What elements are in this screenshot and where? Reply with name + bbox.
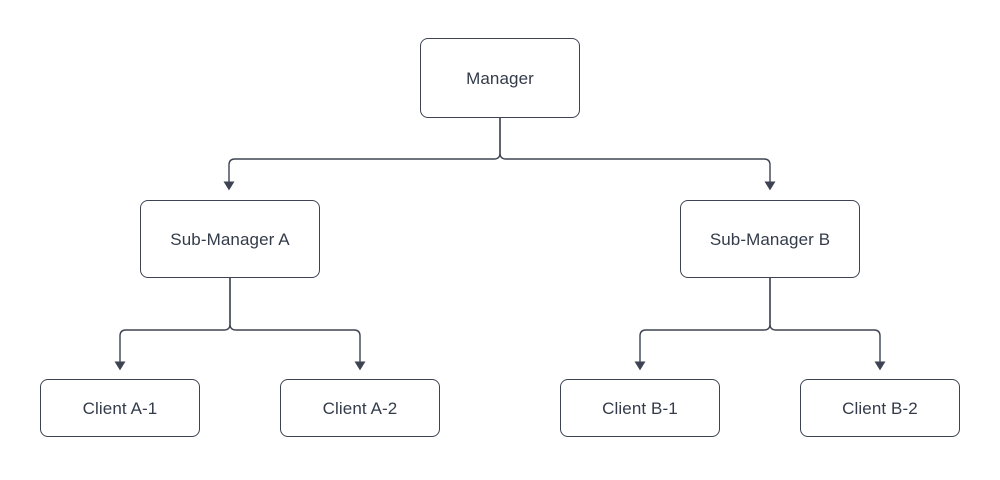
node-manager-label: Manager: [466, 68, 534, 88]
node-client-b2[interactable]: Client B-2: [800, 379, 960, 437]
edge-manager-to-sub-manager-b: [499, 118, 776, 191]
node-sub-manager-b-label: Sub-Manager B: [709, 229, 831, 249]
node-client-b1[interactable]: Client B-1: [560, 379, 720, 437]
node-client-b1-label: Client B-1: [602, 398, 678, 418]
node-client-a2-label: Client A-2: [322, 398, 398, 418]
node-client-b2-label: Client B-2: [842, 398, 918, 418]
node-sub-manager-a[interactable]: Sub-Manager A: [140, 200, 320, 278]
node-client-a2[interactable]: Client A-2: [280, 379, 440, 437]
edge-sub-manager-a-to-client-a2: [229, 278, 366, 371]
edge-sub-manager-a-to-client-a1: [114, 278, 231, 371]
edge-sub-manager-b-to-client-b2: [769, 278, 886, 371]
node-sub-manager-a-label: Sub-Manager A: [170, 229, 290, 249]
edge-manager-to-sub-manager-a: [223, 118, 501, 191]
edge-sub-manager-b-to-client-b1: [634, 278, 771, 371]
node-client-a1[interactable]: Client A-1: [40, 379, 200, 437]
node-sub-manager-b[interactable]: Sub-Manager B: [680, 200, 860, 278]
node-manager[interactable]: Manager: [420, 38, 580, 118]
node-client-a1-label: Client A-1: [82, 398, 158, 418]
